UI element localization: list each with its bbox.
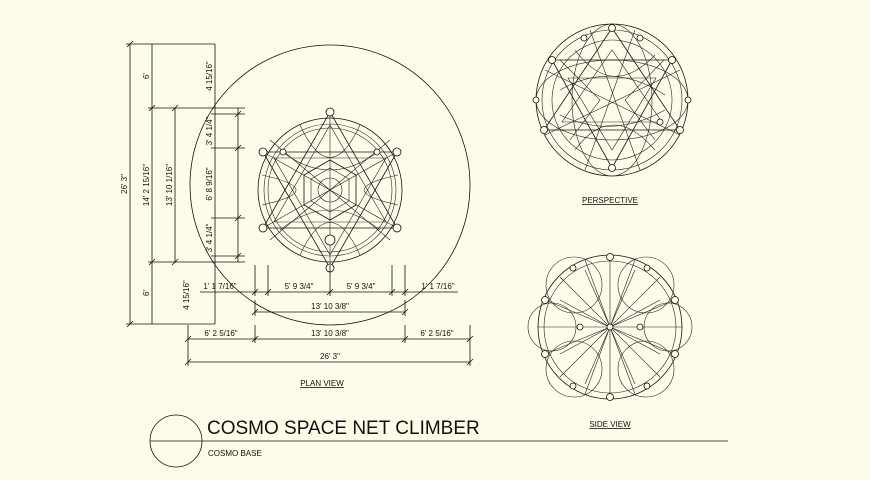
drawing-title: COSMO SPACE NET CLIMBER: [207, 418, 480, 439]
dim-h-mid-left: 5' 9 3/4": [285, 282, 314, 291]
dim-v-b: 3' 4 1/4": [205, 116, 214, 145]
dim-v-e: 4 15/16": [182, 280, 191, 310]
side-view-label: SIDE VIEW: [589, 420, 631, 429]
dim-h-inner: 13' 10 3/8": [311, 302, 349, 311]
net-nodes: [258, 107, 402, 273]
dim-v-c: 6' 8 9/16": [205, 167, 214, 200]
vertical-dimension-labels: 26' 3" 6' 14' 2 15/16" 6' 13' 10 1/16" 4…: [120, 61, 214, 310]
vertical-dimensions: [126, 40, 245, 328]
dim-h-mid-right: 5' 9 3/4": [347, 282, 376, 291]
dim-overall-vertical: 26' 3": [120, 174, 129, 194]
drawing-subtitle: COSMO BASE: [208, 449, 262, 458]
horizontal-dimension-labels: 1' 1 7/16" 5' 9 3/4" 5' 9 3/4" 1' 1 7/16…: [203, 282, 454, 361]
plan-view-label: PLAN VIEW: [300, 379, 344, 388]
perspective-label: PERSPECTIVE: [582, 196, 638, 205]
dim-v-d: 3' 4 1/4": [205, 223, 214, 252]
perspective-view: [532, 23, 692, 177]
plan-view: [189, 44, 471, 326]
dim-h-left: 1' 1 7/16": [203, 282, 236, 291]
dim-vertical-bottom: 6': [142, 290, 151, 296]
dim-h-overall: 26' 3": [320, 352, 340, 361]
side-view: [527, 253, 693, 401]
dim-vertical-mid: 14' 2 15/16": [142, 164, 151, 206]
title-block: COSMO SPACE NET CLIMBER COSMO BASE: [149, 414, 728, 468]
dim-h-base-left: 6' 2 5/16": [204, 329, 237, 338]
dim-h-base-mid: 13' 10 3/8": [311, 329, 349, 338]
safety-zone-circle: [189, 44, 471, 326]
dim-h-right: 1' 1 7/16": [421, 282, 454, 291]
horizontal-dimensions: [184, 265, 474, 366]
dim-inner-vertical: 13' 10 1/16": [165, 164, 174, 206]
dim-vertical-top: 6': [142, 73, 151, 79]
dim-h-base-right: 6' 2 5/16": [420, 329, 453, 338]
dim-v-a: 4 15/16": [205, 61, 214, 91]
